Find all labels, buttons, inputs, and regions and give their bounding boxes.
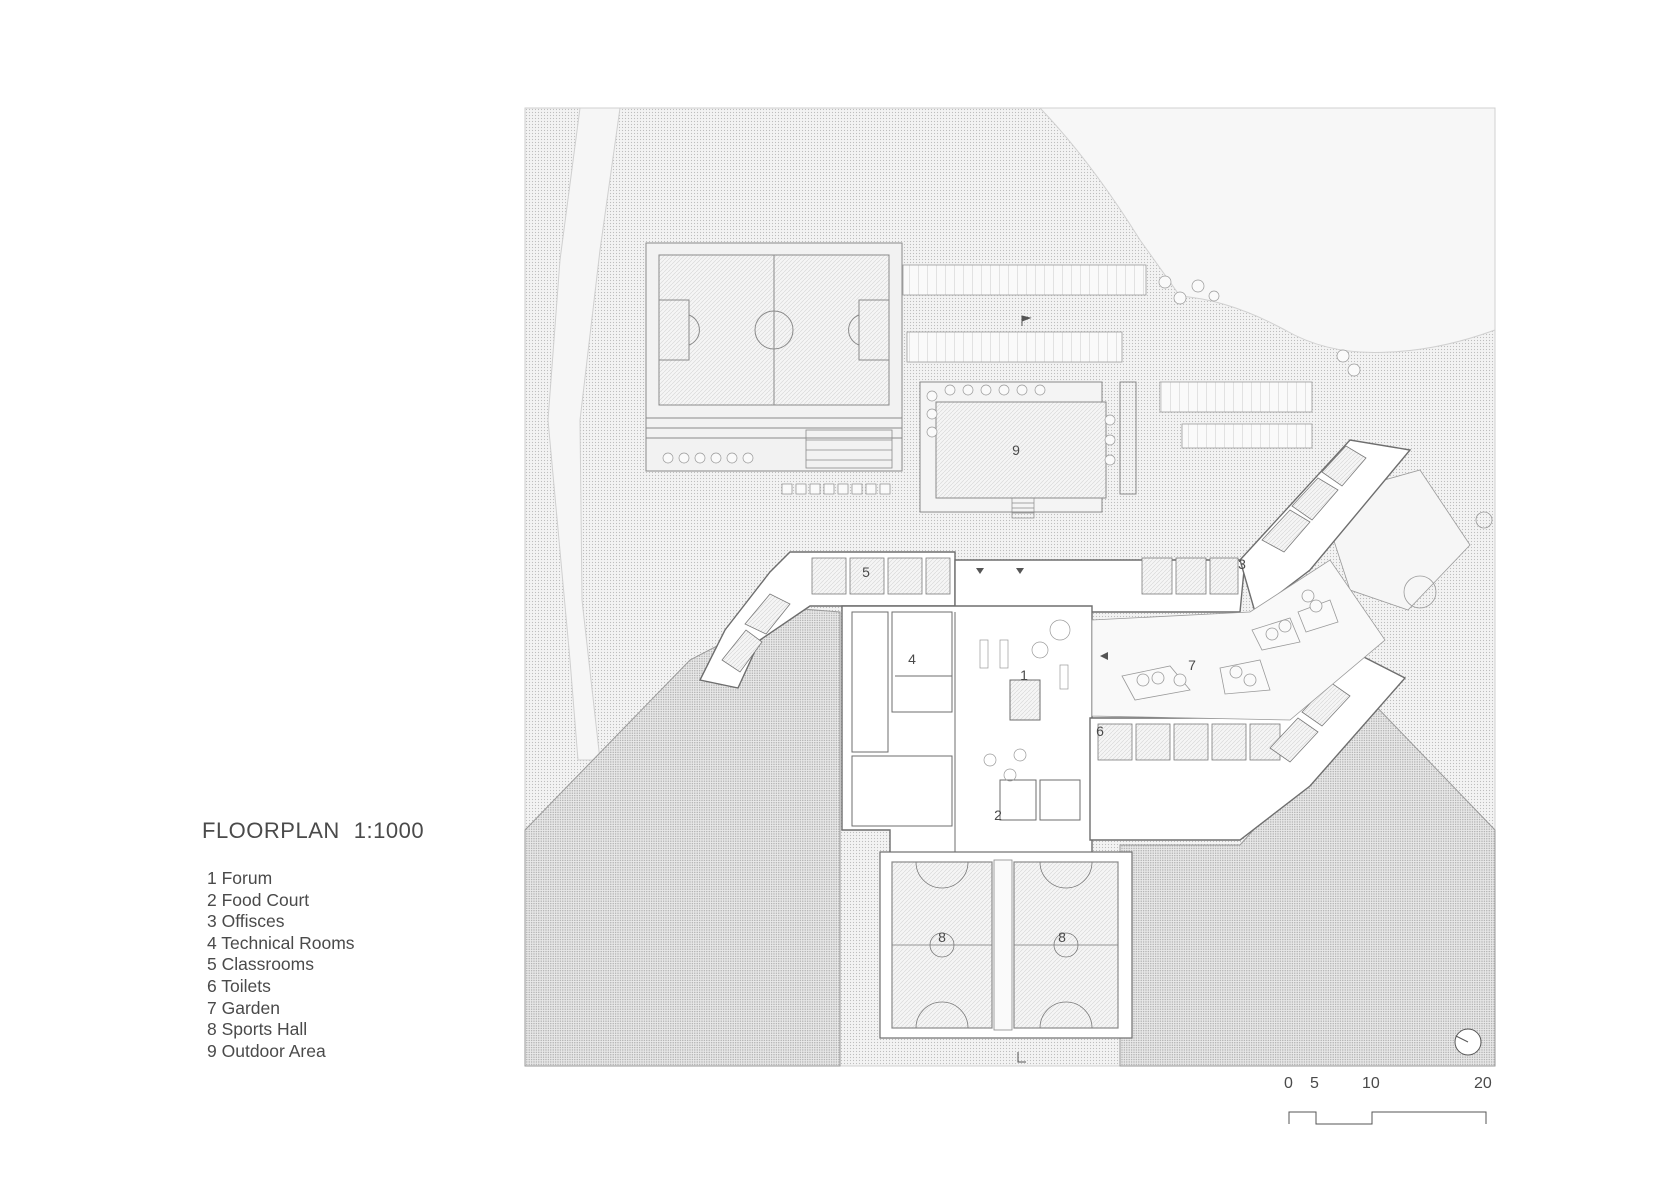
stairs-outdoor (1011, 497, 1035, 519)
parking-row-3 (1159, 381, 1313, 413)
forum-furniture (979, 619, 1071, 782)
ground-left (524, 607, 841, 1067)
drawing-title: FLOORPLAN 1:1000 (202, 818, 424, 844)
core-partitions (851, 611, 1081, 858)
legend-list: 1 Forum 2 Food Court 3 Offisces 4 Techni… (207, 868, 355, 1062)
trees-row (662, 452, 754, 464)
plan-labels: 1 2 3 4 5 6 7 8 8 9 (862, 442, 1246, 945)
north-arrow-icon (1454, 1028, 1482, 1056)
outdoor-area (919, 381, 1137, 513)
bleacher-steps (805, 429, 893, 469)
parking-row-4 (1181, 423, 1313, 449)
label-garden: 7 (1188, 657, 1196, 673)
site-lawn (1038, 107, 1496, 353)
legend-item: 4 Technical Rooms (207, 932, 355, 953)
parking-row-1 (902, 264, 1147, 296)
legend-item: 2 Food Court (207, 889, 310, 910)
label-food-court: 2 (994, 807, 1002, 823)
scalebar-tick-0: 0 (1284, 1075, 1293, 1092)
label-toilets: 6 (1096, 723, 1104, 739)
court-markings (892, 861, 1118, 1029)
angled-rooms (721, 445, 1367, 763)
legend-item: 3 Offisces (207, 911, 285, 932)
label-offices: 3 (1238, 556, 1246, 572)
label-outdoor: 9 (1012, 442, 1020, 458)
garden (1091, 559, 1386, 721)
trees-ring (926, 384, 1116, 466)
entrance-markers (976, 568, 1108, 1063)
trees-upper-right (1158, 275, 1361, 377)
label-classrooms: 5 (862, 564, 870, 580)
label-sports-left: 8 (938, 929, 946, 945)
title-text: FLOORPLAN (202, 818, 340, 843)
ground-right (1119, 699, 1496, 1067)
label-technical: 4 (908, 651, 916, 667)
legend-item: 5 Classrooms (207, 954, 314, 975)
flag-icon (1021, 315, 1032, 326)
legend-item: 6 Toilets (207, 975, 271, 996)
football-pitch (645, 242, 903, 472)
east-wing-upper (1239, 439, 1412, 614)
bench-row (781, 483, 891, 495)
legend-item: 7 Garden (207, 997, 280, 1018)
scalebar-tick-10: 10 (1362, 1075, 1380, 1092)
label-forum: 1 (1020, 667, 1028, 683)
scalebar-tick-5: 5 (1310, 1075, 1319, 1092)
parking-row-2 (906, 331, 1123, 363)
title-scale: 1:1000 (353, 818, 425, 843)
legend-item: 9 Outdoor Area (207, 1040, 326, 1061)
legend-item: 8 Sports Hall (207, 1019, 308, 1040)
label-sports-right: 8 (1058, 929, 1066, 945)
legend-item: 1 Forum (207, 868, 273, 888)
scalebar (1288, 1111, 1487, 1125)
classroom-rooms (811, 557, 1281, 761)
scalebar-tick-20: 20 (1474, 1075, 1492, 1092)
